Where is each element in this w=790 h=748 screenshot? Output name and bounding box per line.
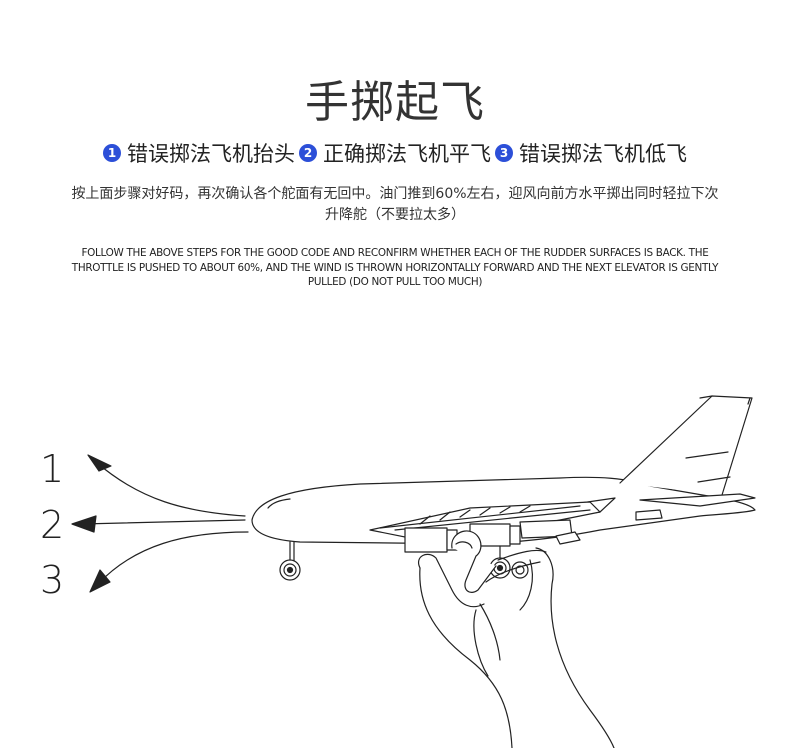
step-number-3: 3 [495,144,513,162]
description-chinese: 按上面步骤对好码，再次确认各个舵面有无回中。油门推到60%左右，迎风向前方水平掷… [71,186,719,223]
arrow-up-left-icon [87,454,246,517]
hand-illustration [418,530,615,748]
page-title: 手掷起飞 [305,77,485,128]
step-1: 1 错误掷法飞机抬头 [103,138,295,168]
step-text-1: 错误掷法飞机抬头 [127,142,295,166]
airplane-illustration [251,395,756,581]
throw-steps: 1 错误掷法飞机抬头 2 正确掷法飞机平飞 3 错误掷法飞机低飞 [0,138,790,168]
step-number-1: 1 [103,144,121,162]
arrow-left-icon [71,515,246,533]
trajectory-label-1: 1 [40,447,65,491]
step-text-3: 错误掷法飞机低飞 [519,142,687,166]
description-english: FOLLOW THE ABOVE STEPS FOR THE GOOD CODE… [71,247,719,288]
step-text-2: 正确掷法飞机平飞 [323,142,491,166]
trajectory-label-2: 2 [40,503,65,547]
throw-diagram [71,395,756,748]
step-number-2: 2 [299,144,317,162]
arrow-down-left-icon [89,531,249,593]
trajectory-label-3: 3 [40,558,65,602]
step-2: 2 正确掷法飞机平飞 [299,138,491,168]
step-3: 3 错误掷法飞机低飞 [495,138,687,168]
